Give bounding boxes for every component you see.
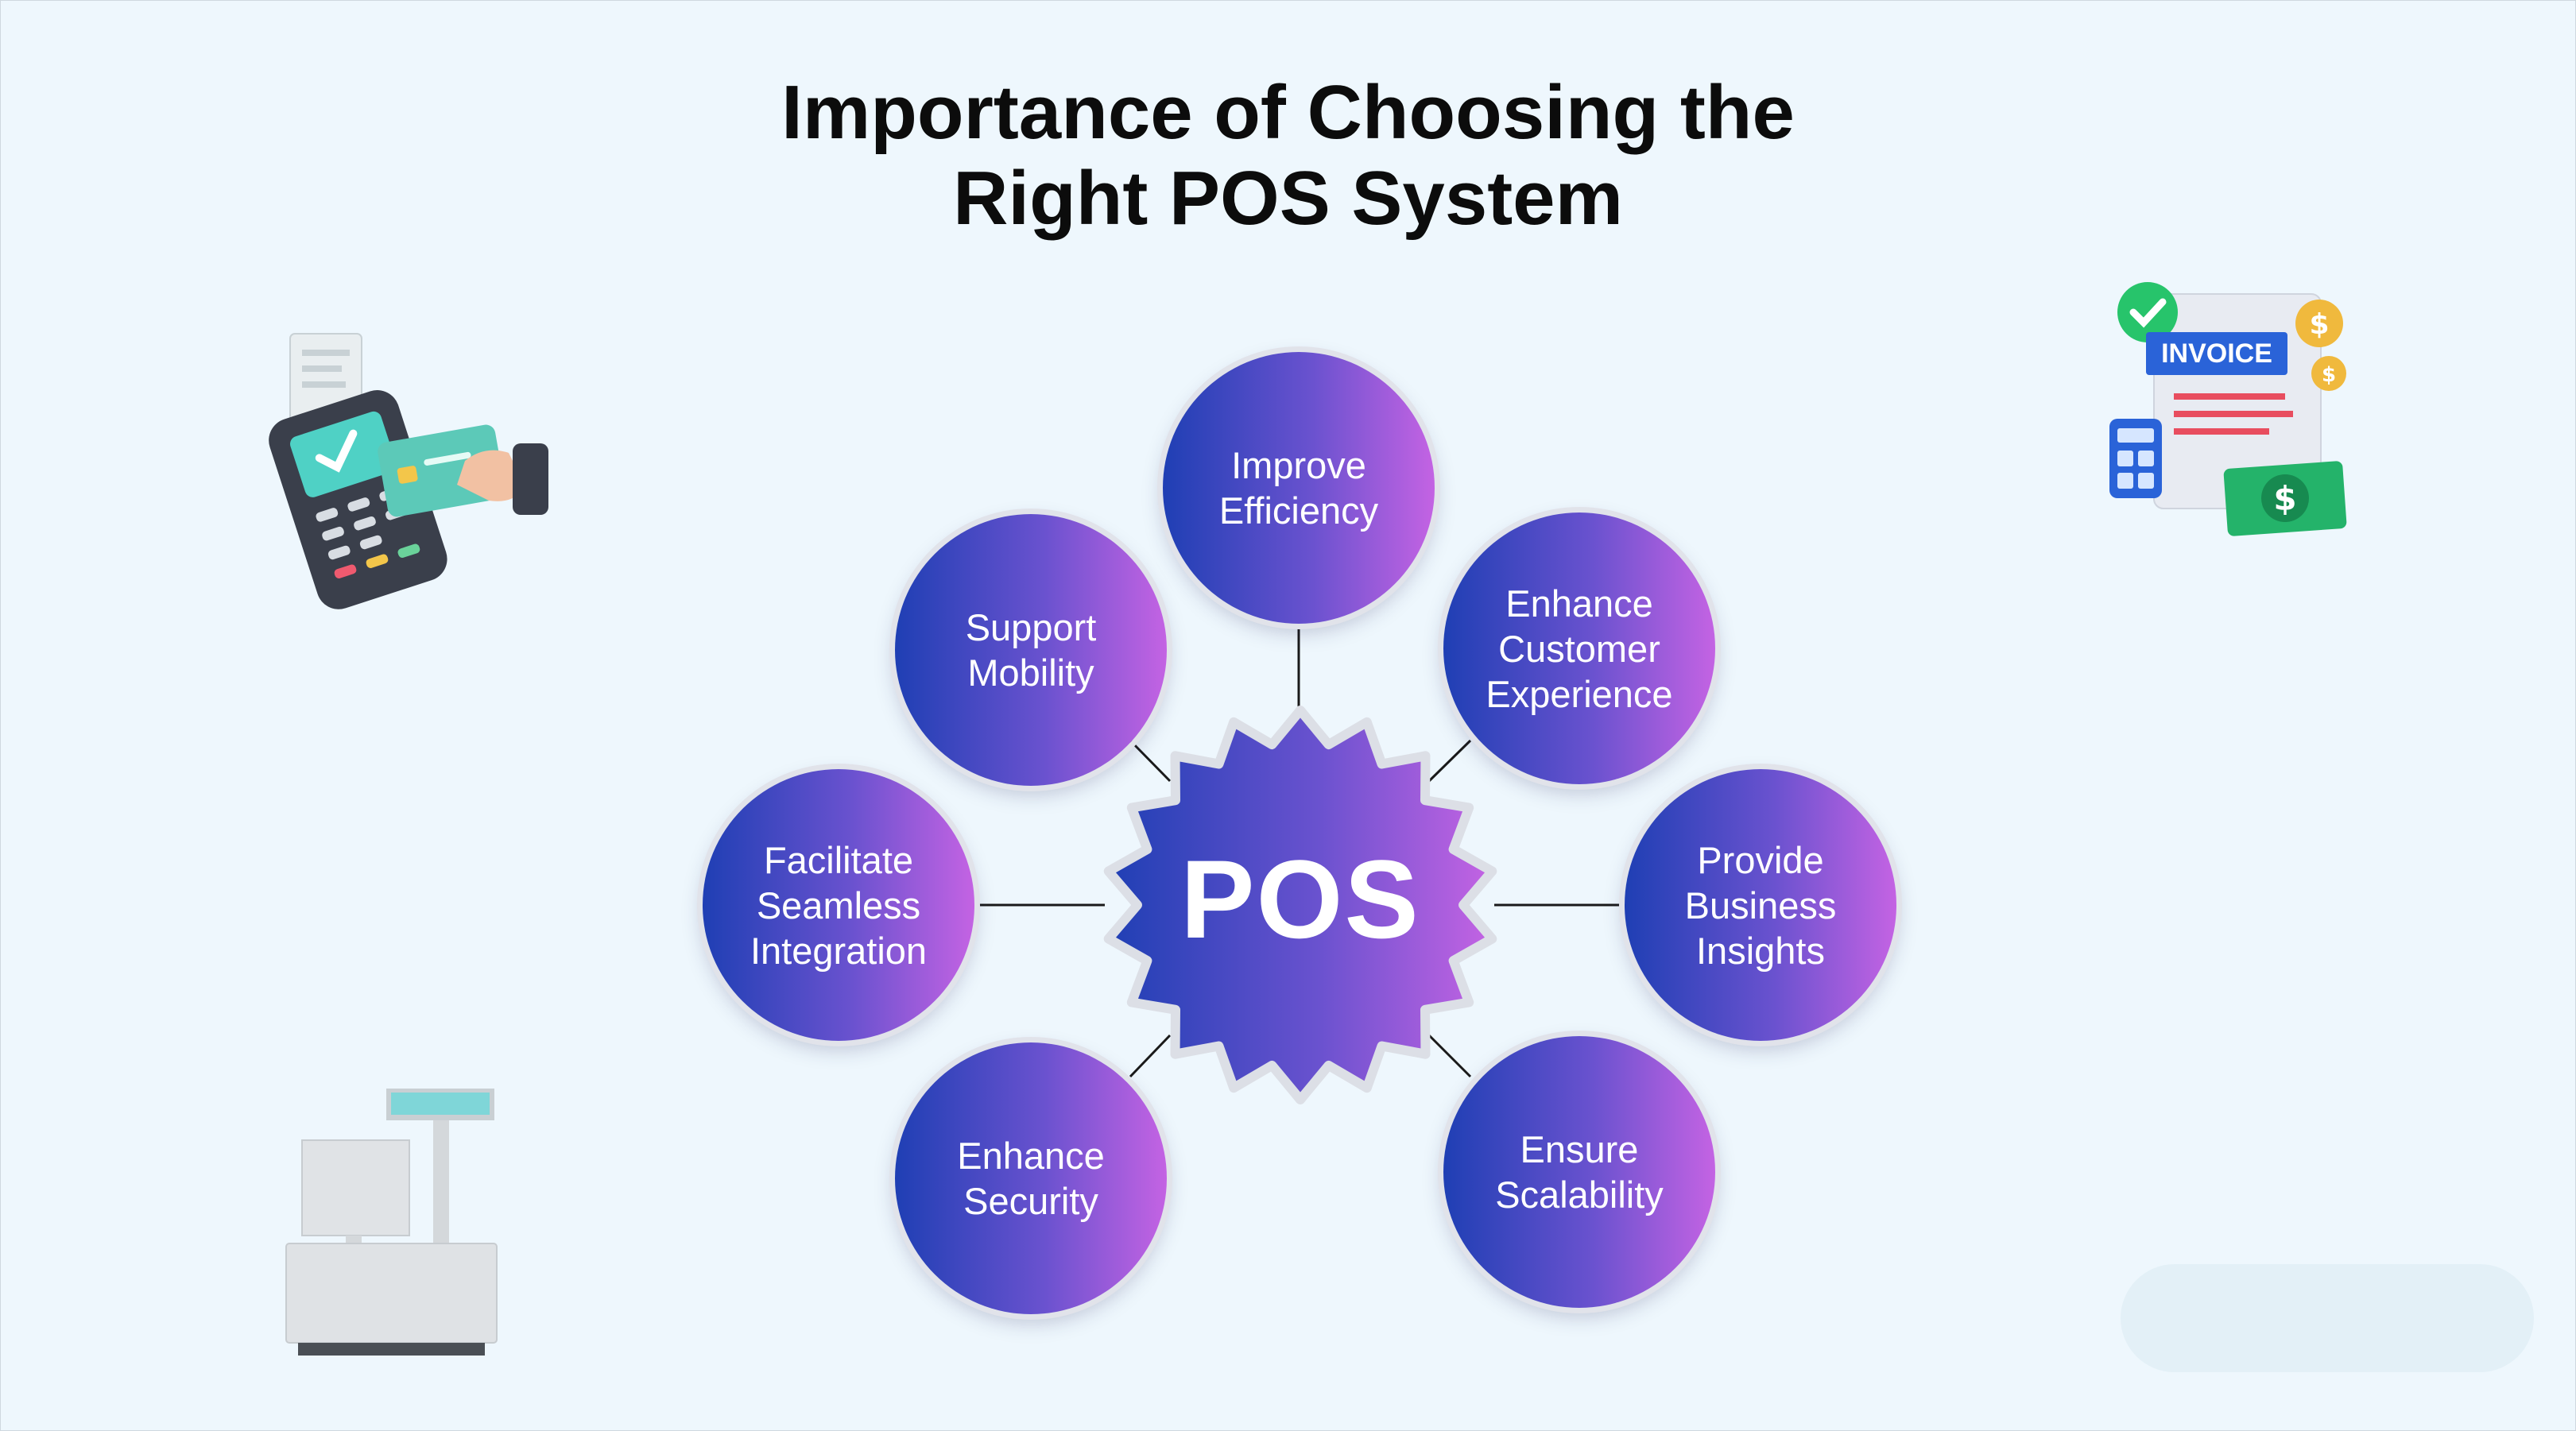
node-improve-efficiency[interactable]: Improve Efficiency — [1163, 352, 1435, 624]
node-ensure-scalability-label: Ensure Scalability — [1495, 1128, 1664, 1216]
node-enhance-security-label: Enhance Security — [957, 1135, 1105, 1222]
pos-hub-badge — [1103, 706, 1497, 1104]
node-support-mobility[interactable]: Support Mobility — [895, 514, 1167, 786]
node-provide-business-insights-label: Provide Business Insights — [1684, 838, 1837, 972]
node-enhance-security[interactable]: Enhance Security — [895, 1042, 1167, 1314]
invoice-icon: INVOICE $ $ $ — [2109, 282, 2347, 536]
connector-upper-right — [1427, 739, 1472, 783]
svg-text:$: $ — [2322, 363, 2336, 387]
svg-text:$: $ — [2309, 308, 2329, 341]
page-title: Importance of Choosing the Right POS Sys… — [0, 70, 2576, 242]
title-line-2: Right POS System — [953, 156, 1623, 241]
cash-register-icon — [285, 1089, 498, 1356]
node-improve-efficiency-label: Improve Efficiency — [1218, 444, 1379, 532]
pos-hub-label: POS — [1180, 837, 1420, 961]
node-facilitate-seamless-integration-label: Facilitate Seamless Integration — [750, 838, 928, 972]
node-support-mobility-label: Support Mobility — [965, 606, 1097, 694]
svg-text:$: $ — [2273, 479, 2296, 518]
connector-upper-left — [1129, 739, 1172, 783]
title-line-1: Importance of Choosing the — [781, 70, 1795, 155]
node-facilitate-seamless-integration[interactable]: Facilitate Seamless Integration — [703, 769, 974, 1041]
invoice-icon-label: INVOICE — [2161, 338, 2272, 369]
card-terminal-icon — [269, 333, 548, 609]
connector-lower-left — [1129, 1034, 1172, 1078]
node-provide-business-insights[interactable]: Provide Business Insights — [1625, 769, 1896, 1041]
node-enhance-customer-experience[interactable]: Enhance Customer Experience — [1443, 512, 1715, 784]
node-enhance-customer-experience-label: Enhance Customer Experience — [1486, 582, 1673, 715]
connector-lower-right — [1427, 1034, 1472, 1078]
node-ensure-scalability[interactable]: Ensure Scalability — [1443, 1036, 1715, 1308]
background-pill-shape — [2121, 1264, 2534, 1372]
